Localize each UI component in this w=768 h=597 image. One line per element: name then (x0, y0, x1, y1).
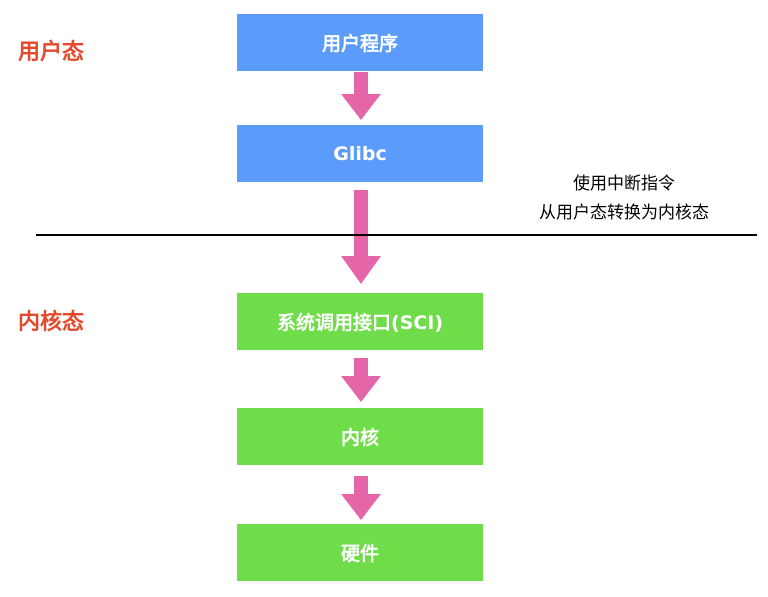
box-user-program: 用户程序 (237, 14, 483, 71)
arrow-down-icon (341, 72, 381, 120)
box-glibc: Glibc (237, 125, 483, 182)
box-kernel: 内核 (237, 408, 483, 465)
user-kernel-divider (36, 234, 757, 236)
arrow-down-icon (341, 476, 381, 520)
arrow-down-icon (341, 358, 381, 402)
zone-label-user: 用户态 (18, 40, 85, 65)
annotation-line-1: 使用中断指令 (573, 174, 675, 194)
box-sci: 系统调用接口(SCI) (237, 293, 483, 350)
arrow-down-icon (341, 190, 381, 284)
interrupt-annotation: 使用中断指令 从用户态转换为内核态 (512, 170, 736, 228)
box-hardware: 硬件 (237, 524, 483, 581)
zone-label-kernel: 内核态 (18, 310, 85, 335)
annotation-line-2: 从用户态转换为内核态 (539, 203, 709, 223)
